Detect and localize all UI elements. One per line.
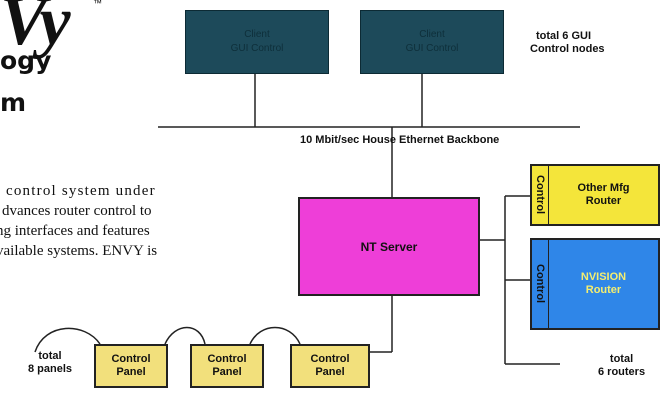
client-2-line-1: Client <box>419 29 445 40</box>
control-panel-1: Control Panel <box>94 344 168 388</box>
other-router-line-1: Other Mfg <box>577 182 630 194</box>
panels-note: total 8 panels <box>28 350 72 376</box>
gui-note-line-2: Control nodes <box>530 43 605 55</box>
panels-note-line-1: total <box>38 350 62 362</box>
trademark-mark: ™ <box>93 0 102 8</box>
nt-server: NT Server <box>298 197 480 296</box>
client-gui-control-1: Client GUI Control <box>185 10 329 74</box>
nvision-router-label: NVISION Router <box>549 240 658 328</box>
control-panel-3: Control Panel <box>290 344 370 388</box>
nvision-router-line-1: NVISION <box>580 271 627 283</box>
nt-server-label: NT Server <box>360 239 418 254</box>
panel-arc-1 <box>164 326 206 345</box>
body-paragraph: control system under dvances router cont… <box>0 181 244 261</box>
body-line-1: control system under <box>6 183 156 199</box>
nvision-router-line-2: Router <box>585 284 622 296</box>
panels-note-line-2: 8 panels <box>28 363 73 375</box>
body-line-2: dvances router control to <box>2 203 152 219</box>
panel-3-line-2: Panel <box>315 366 345 378</box>
gui-note-line-1: total 6 GUI <box>536 30 592 42</box>
nvision-router-control-tab: Control <box>532 240 549 328</box>
body-line-4: vailable systems. ENVY is <box>0 243 158 259</box>
panel-2-line-1: Control <box>207 353 247 365</box>
panel-3-line-1: Control <box>310 353 350 365</box>
panel-1-line-2: Panel <box>116 366 146 378</box>
panel-arc-0 <box>34 327 101 353</box>
routers-note-line-1: total <box>609 353 634 365</box>
client-1-line-2: GUI Control <box>230 43 284 54</box>
other-router-line-2: Router <box>585 195 622 207</box>
client-1-line-1: Client <box>244 29 270 40</box>
panel-1-line-1: Control <box>111 353 151 365</box>
heading-line-2: m <box>0 88 27 117</box>
client-gui-control-2: Client GUI Control <box>360 10 504 74</box>
other-mfg-router: Control Other Mfg Router <box>530 164 660 226</box>
panel-2-line-2: Panel <box>212 366 242 378</box>
backbone-label: 10 Mbit/sec House Ethernet Backbone <box>300 134 500 146</box>
logo-letter: Vy <box>0 0 71 60</box>
nvision-router: Control NVISION Router <box>530 238 660 330</box>
heading-line-1: ogy <box>0 46 52 75</box>
routers-note-line-2: 6 routers <box>598 366 646 378</box>
other-router-label: Other Mfg Router <box>549 166 658 224</box>
control-panel-2: Control Panel <box>190 344 264 388</box>
routers-note: total 6 routers <box>598 353 645 379</box>
panel-arc-2 <box>249 326 301 345</box>
gui-nodes-note: total 6 GUI Control nodes <box>530 30 605 56</box>
body-line-3: ng interfaces and features <box>0 223 150 239</box>
client-2-line-2: GUI Control <box>405 43 459 54</box>
other-router-control-tab: Control <box>532 166 549 224</box>
